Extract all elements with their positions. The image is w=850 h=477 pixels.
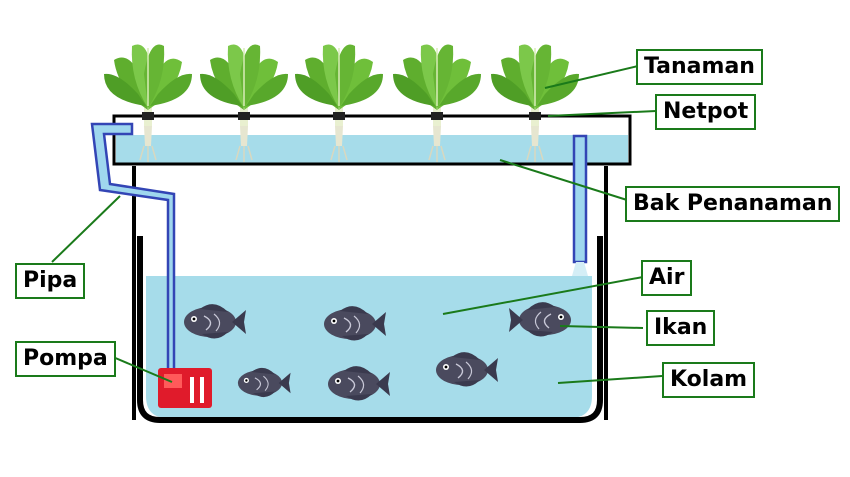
label-bak-penanaman: Bak Penanaman — [625, 186, 841, 222]
label-air: Air — [641, 260, 693, 296]
label-netpot: Netpot — [655, 94, 757, 130]
pipe-pipa — [90, 122, 176, 372]
label-ikan: Ikan — [646, 310, 716, 346]
label-kolam: Kolam — [662, 362, 756, 398]
label-tanaman: Tanaman — [636, 49, 763, 85]
netpots — [142, 112, 541, 120]
drain-pipe — [572, 134, 588, 276]
label-pipa: Pipa — [15, 263, 86, 299]
leader-lines — [51, 65, 663, 384]
grow-bed-bak-penanaman — [112, 114, 632, 166]
pump-pompa — [158, 368, 212, 408]
label-pompa: Pompa — [15, 341, 116, 377]
